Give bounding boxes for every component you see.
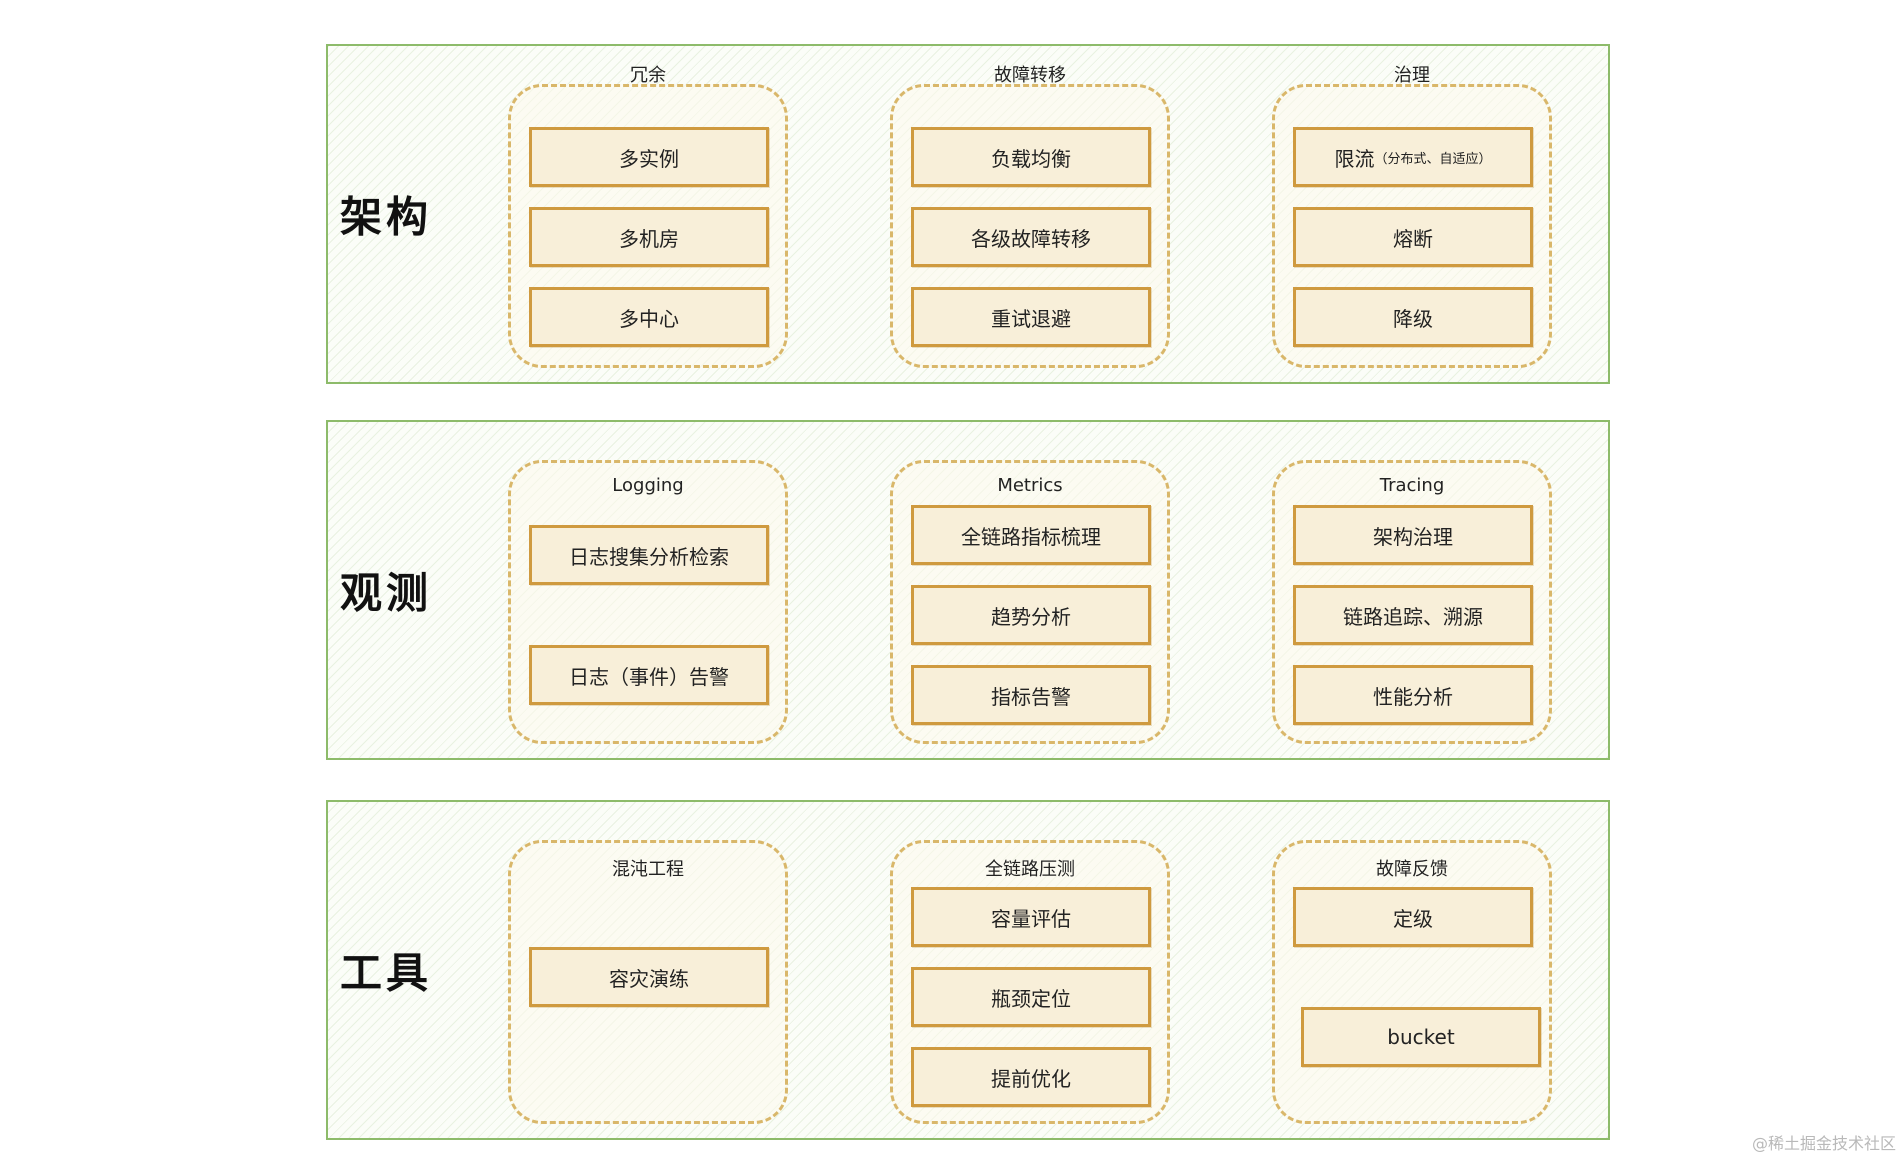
item-rate-limiting: 限流（分布式、自适应） xyxy=(1293,127,1533,187)
group-title: Metrics xyxy=(997,475,1063,496)
item-bottleneck-locating: 瓶颈定位 xyxy=(911,967,1151,1027)
band-architecture: 架构 冗余 多实例 多机房 多中心 故障转移 负载均衡 各级故障转移 重试退避 … xyxy=(326,44,1610,384)
group-title: Logging xyxy=(612,475,684,496)
band-observability: 观测 Logging 日志搜集分析检索 日志（事件）告警 Metrics 全链路… xyxy=(326,420,1610,760)
item-rate-limiting-label: 限流 xyxy=(1334,146,1375,171)
item-retry-backoff: 重试退避 xyxy=(911,287,1151,347)
band-tools: 工具 混沌工程 容灾演练 全链路压测 容量评估 瓶颈定位 提前优化 故障反馈 定… xyxy=(326,800,1610,1140)
item-full-link-metrics: 全链路指标梳理 xyxy=(911,505,1151,565)
group-governance: 治理 限流（分布式、自适应） 熔断 降级 xyxy=(1272,65,1552,368)
item-multilevel-failover: 各级故障转移 xyxy=(911,207,1151,267)
item-degradation: 降级 xyxy=(1293,287,1533,347)
group-title: 故障转移 xyxy=(994,65,1066,86)
item-grading: 定级 xyxy=(1293,887,1533,947)
item-early-optimization: 提前优化 xyxy=(911,1047,1151,1107)
item-load-balancing: 负载均衡 xyxy=(911,127,1151,187)
item-multi-center: 多中心 xyxy=(529,287,769,347)
item-capacity-evaluation: 容量评估 xyxy=(911,887,1151,947)
band-title: 工具 xyxy=(340,948,433,998)
group-failover: 故障转移 负载均衡 各级故障转移 重试退避 xyxy=(890,65,1170,368)
group-tracing: Tracing 架构治理 链路追踪、溯源 性能分析 xyxy=(1272,460,1552,744)
group-title: 治理 xyxy=(1394,65,1430,86)
group-title: 混沌工程 xyxy=(612,859,684,880)
group-title: 全链路压测 xyxy=(985,859,1075,880)
band-title: 观测 xyxy=(340,568,433,618)
item-log-alerting: 日志（事件）告警 xyxy=(529,645,769,705)
group-title: Tracing xyxy=(1379,475,1445,496)
watermark: @稀土掘金技术社区 xyxy=(1751,1134,1896,1153)
item-architecture-governance: 架构治理 xyxy=(1293,505,1533,565)
item-trend-analysis: 趋势分析 xyxy=(911,585,1151,645)
group-title: 故障反馈 xyxy=(1376,859,1448,880)
band-title: 架构 xyxy=(340,192,433,242)
group-chaos-engineering: 混沌工程 容灾演练 xyxy=(508,840,788,1124)
group-fault-feedback: 故障反馈 定级 bucket xyxy=(1272,840,1552,1124)
item-trace-tracking: 链路追踪、溯源 xyxy=(1293,585,1533,645)
item-performance-analysis: 性能分析 xyxy=(1293,665,1533,725)
item-circuit-breaker: 熔断 xyxy=(1293,207,1533,267)
item-multi-datacenter: 多机房 xyxy=(529,207,769,267)
item-metric-alerting: 指标告警 xyxy=(911,665,1151,725)
group-metrics: Metrics 全链路指标梳理 趋势分析 指标告警 xyxy=(890,460,1170,744)
group-title: 冗余 xyxy=(630,65,666,86)
item-rate-limiting-note: （分布式、自适应） xyxy=(1374,151,1492,167)
item-multi-instance: 多实例 xyxy=(529,127,769,187)
item-log-collection: 日志搜集分析检索 xyxy=(529,525,769,585)
group-stress-test: 全链路压测 容量评估 瓶颈定位 提前优化 xyxy=(890,840,1170,1124)
group-logging: Logging 日志搜集分析检索 日志（事件）告警 xyxy=(508,460,788,744)
group-redundancy: 冗余 多实例 多机房 多中心 xyxy=(508,65,788,368)
item-disaster-drill: 容灾演练 xyxy=(529,947,769,1007)
item-bucket: bucket xyxy=(1301,1007,1541,1067)
